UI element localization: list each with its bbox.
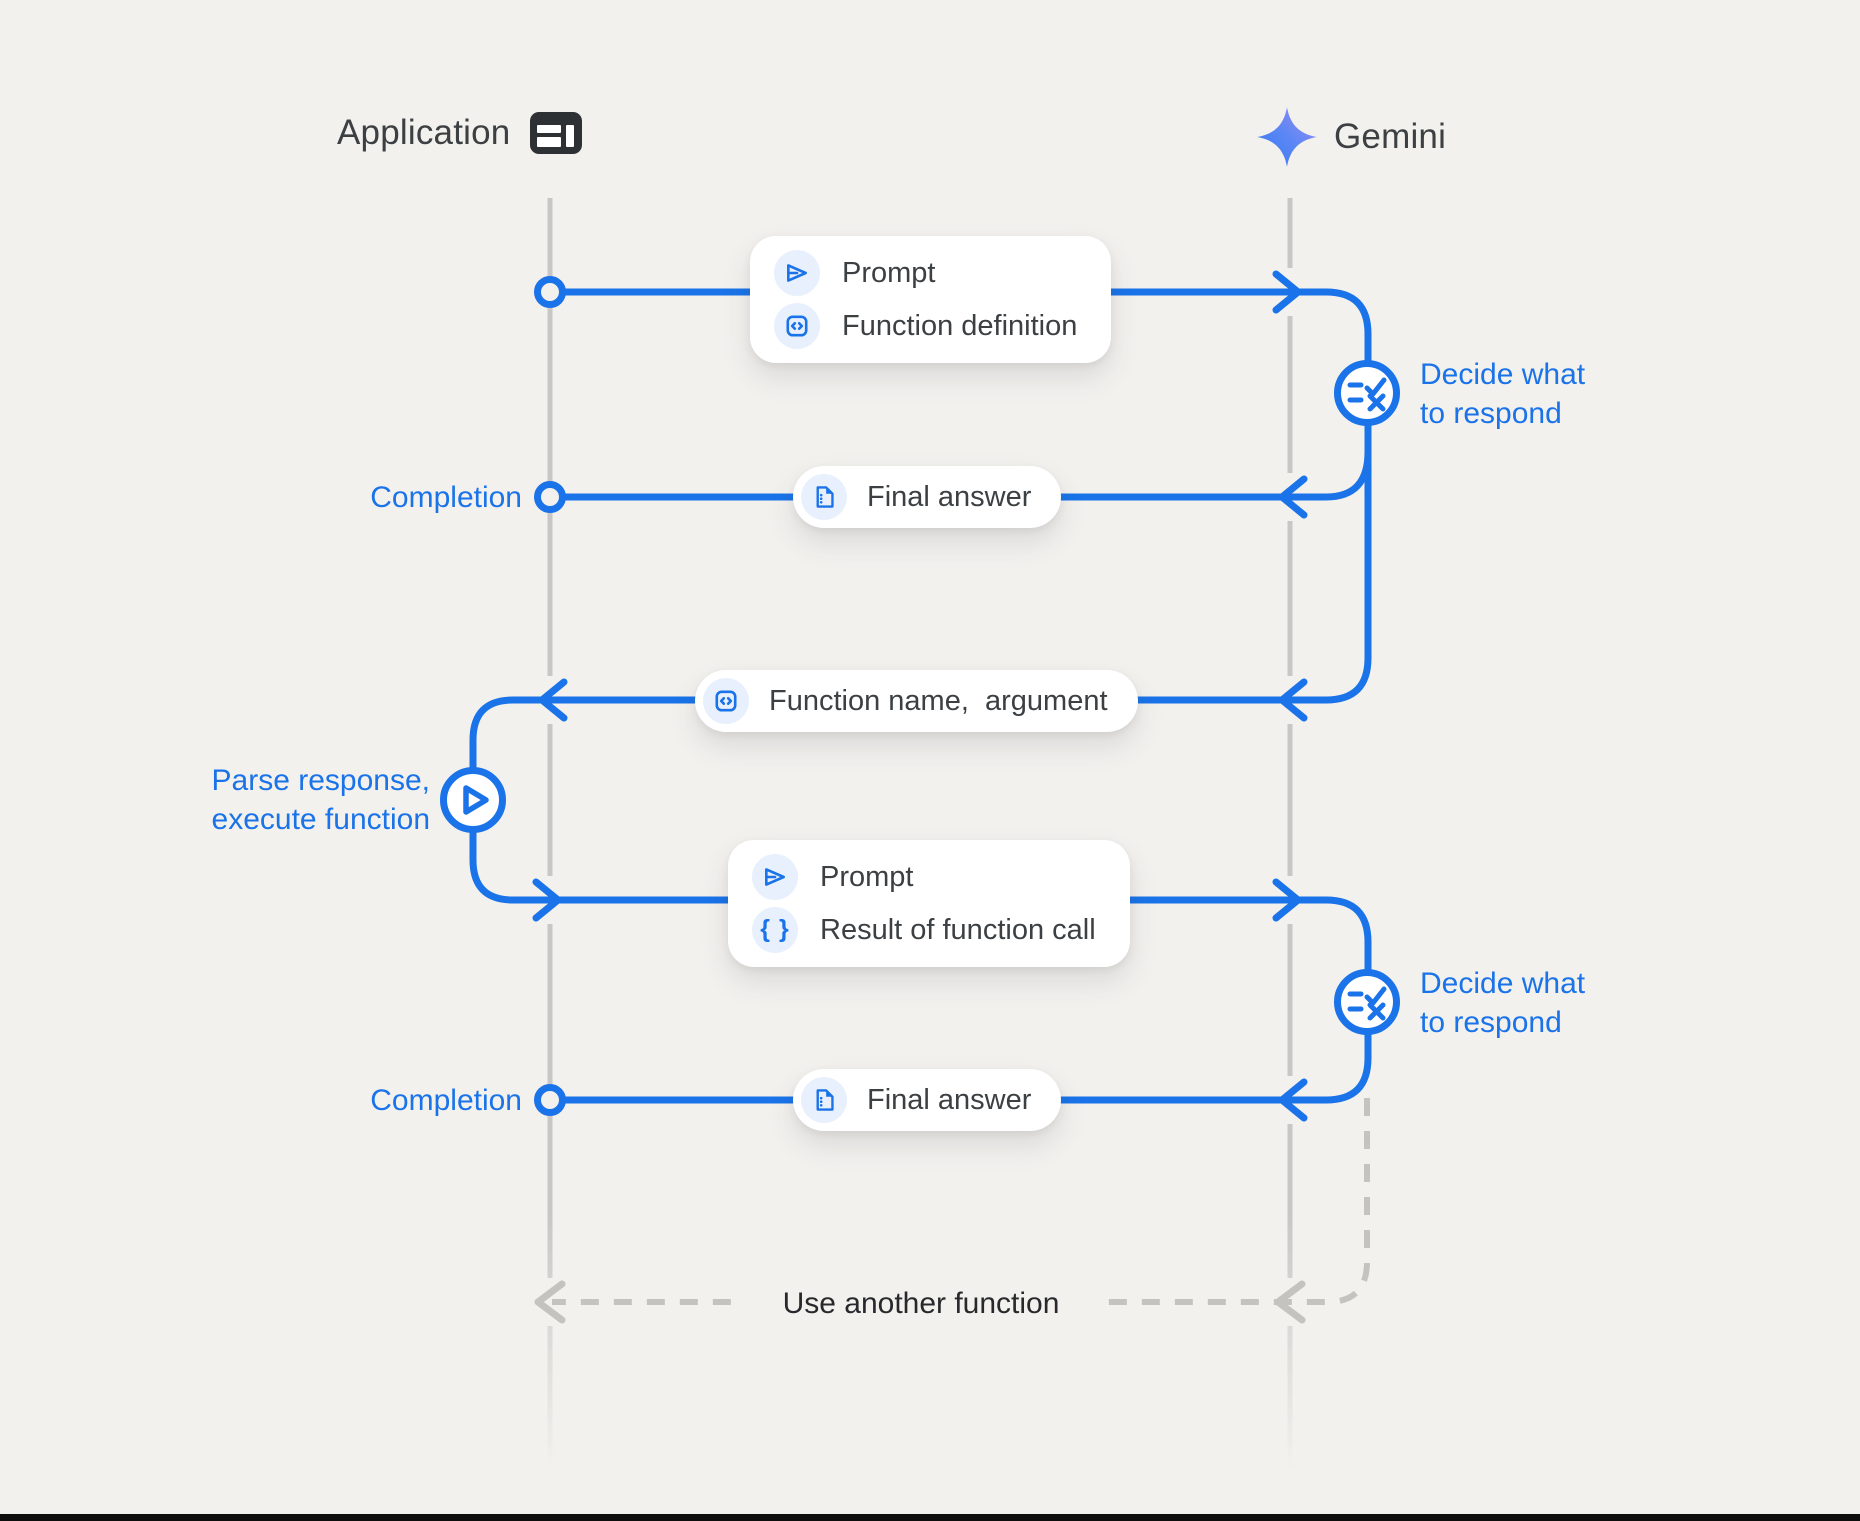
message-box-prompt-result: Prompt { } Result of function call [728,840,1130,967]
send-icon [774,250,820,296]
arrowhead-left-final-1 [1278,475,1308,519]
decide-node-2 [1334,969,1400,1035]
send-icon [752,854,798,900]
document-icon [801,1077,847,1123]
code-icon [703,678,749,724]
braces-icon: { } [752,907,798,953]
arrowhead-right-result-app [532,878,562,922]
message-label: Function name, argument [769,684,1108,717]
completion-circle-2 [534,1084,566,1116]
application-lifeline [547,198,553,1470]
decide-label-line-1: Decide what [1420,967,1586,1000]
play-icon [463,785,489,815]
parse-node [440,767,506,833]
gemini-title: Gemini [1334,117,1447,156]
message-box-function-name: Function name, argument [695,670,1138,732]
message-row: Prompt [752,854,1096,900]
message-label: Function definition [842,309,1078,342]
decide-node-1 [1334,360,1400,426]
decide-label-1: Decide what to respond [1420,355,1585,433]
code-icon [774,303,820,349]
dashed-arrowhead-left-application [534,1280,566,1324]
decide-label-line-1: Decide what [1420,358,1586,391]
flow-prompt-definition [559,288,1372,368]
parse-label-line-1: Parse response, [211,764,430,797]
start-circle [534,276,566,308]
message-label: Result of function call [820,913,1096,946]
message-box-final-answer-1: Final answer [793,466,1062,528]
use-another-function-label: Use another function [741,1283,1101,1325]
application-window-icon [530,112,583,154]
parse-label-line-2: execute function [211,803,430,836]
flow-final-answer-1 [558,448,1372,501]
bottom-edge-bar [0,1514,1860,1521]
message-label: Prompt [842,256,936,289]
application-title: Application [337,113,511,152]
use-another-function-path [534,1098,1370,1324]
dashed-arrowhead-left-gemini [1274,1280,1306,1324]
message-label: Final answer [867,480,1032,513]
message-box-final-answer-2: Final answer [793,1069,1062,1131]
decide-label-line-2: to respond [1420,397,1562,430]
arrowhead-left-final-2 [1278,1078,1308,1122]
arrowhead-right-prompt [1272,270,1302,314]
document-icon [801,474,847,520]
arrowhead-left-funcname-gemini [1278,678,1308,722]
message-row: Prompt [774,250,1077,296]
decide-label-2: Decide what to respond [1420,964,1585,1042]
message-label: Prompt [820,860,914,893]
completion-label-2: Completion [370,1084,522,1117]
completion-label-1: Completion [370,481,522,514]
message-row: { } Result of function call [752,907,1096,953]
flow-final-answer-2 [558,1029,1372,1104]
gemini-spark-icon [1257,107,1317,167]
decide-label-line-2: to respond [1420,1006,1562,1039]
endpoint-circles [534,276,566,1116]
message-box-prompt-definition: Prompt Function definition [750,236,1112,363]
message-row: Function definition [774,303,1077,349]
message-label: Final answer [867,1083,1032,1116]
parse-execute-label: Parse response, execute function [150,761,430,839]
arrowhead-left-funcname-app [538,678,568,722]
arrowhead-right-result-gemini [1272,878,1302,922]
gemini-lifeline [1287,198,1293,1470]
application-header: Application [337,112,583,154]
completion-circle-1 [534,481,566,513]
lifeline-gaps [528,268,1308,1326]
gemini-header: Gemini [1256,106,1446,168]
